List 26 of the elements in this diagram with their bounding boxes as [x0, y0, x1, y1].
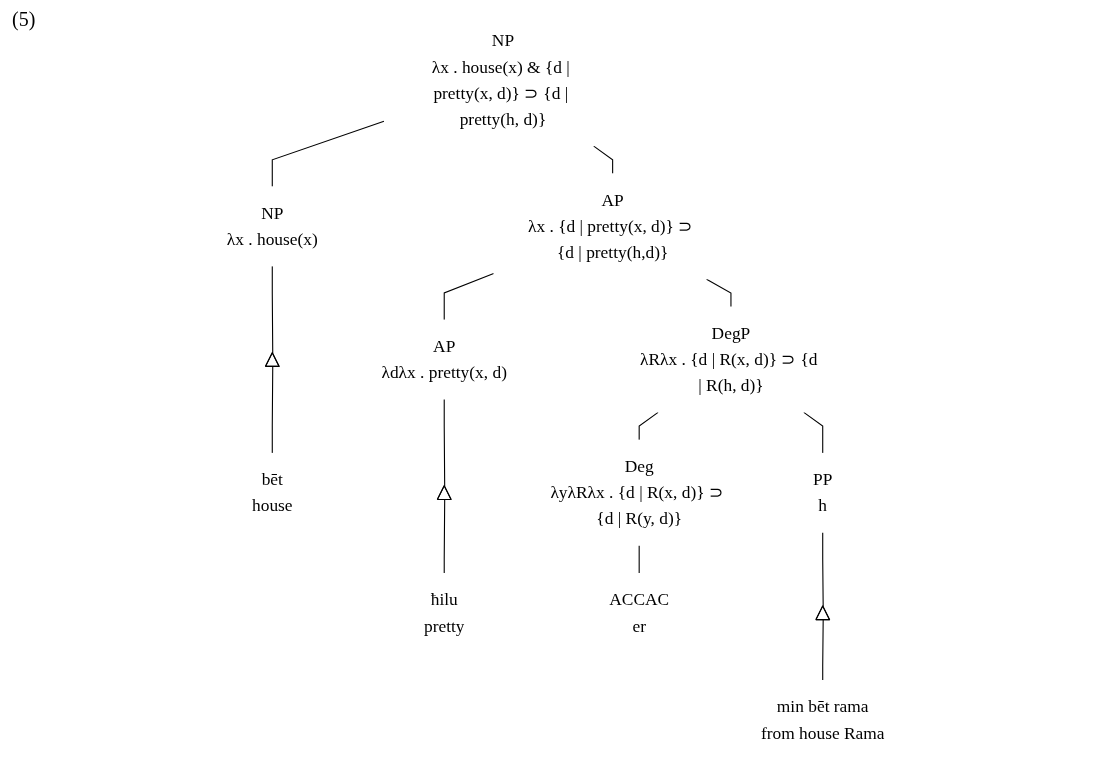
connector	[444, 498, 446, 574]
node-text: NP λx . house(x) & {d | pretty(x, d)} ⊃ {d | pretty(h, d)}	[432, 30, 571, 128]
syntax-tree-drawing: NP λx . house(x) & {d | pretty(x, d)} ⊃ {d | pretty(h, d)} NP λx . house(x) bēt house AP λx . {d | pretty(x, d)} ⊃ {d | pretty(h,d)} AP λdλx . pretty(x, d) ħilu pretty DegP λRλx . {d | R(x, d)} ⊃ {d | R(h, d)} Deg λyλRλx . {d | R(x, d)} ⊃ {d | R(y, d)} ACCAC er PP h min bēt rama from house Rama	[192, 6, 920, 767]
node-text: AP λdλx . pretty(x, d)	[381, 335, 508, 381]
node-text: AP λx . {d | pretty(x, d)} ⊃ {d | pretty(h,d)}	[528, 189, 694, 261]
connector	[272, 120, 385, 187]
connector	[822, 531, 825, 607]
connector	[638, 544, 641, 574]
node-text: DegP λRλx . {d | R(x, d)} ⊃ {d | R(h, d)}	[640, 322, 818, 395]
connector	[638, 411, 659, 440]
connector	[444, 272, 495, 320]
example-number: (5)	[12, 8, 36, 31]
node-text: Deg λyλRλx . {d | R(x, d)} ⊃ {d | R(y, d)}	[550, 455, 724, 528]
connector	[444, 398, 446, 487]
connector	[272, 365, 274, 453]
node-text: bēt house	[252, 468, 293, 515]
node-text: ACCAC er	[609, 588, 670, 635]
node-text: ħilu pretty	[424, 588, 465, 635]
connector	[822, 619, 825, 681]
node-text: PP h	[813, 468, 833, 515]
node-text: NP λx . house(x)	[227, 202, 319, 248]
node-text: min bēt rama from house Rama	[761, 696, 885, 742]
connector	[272, 265, 274, 354]
connector	[803, 411, 824, 453]
connector	[593, 145, 614, 174]
connector	[706, 278, 732, 307]
